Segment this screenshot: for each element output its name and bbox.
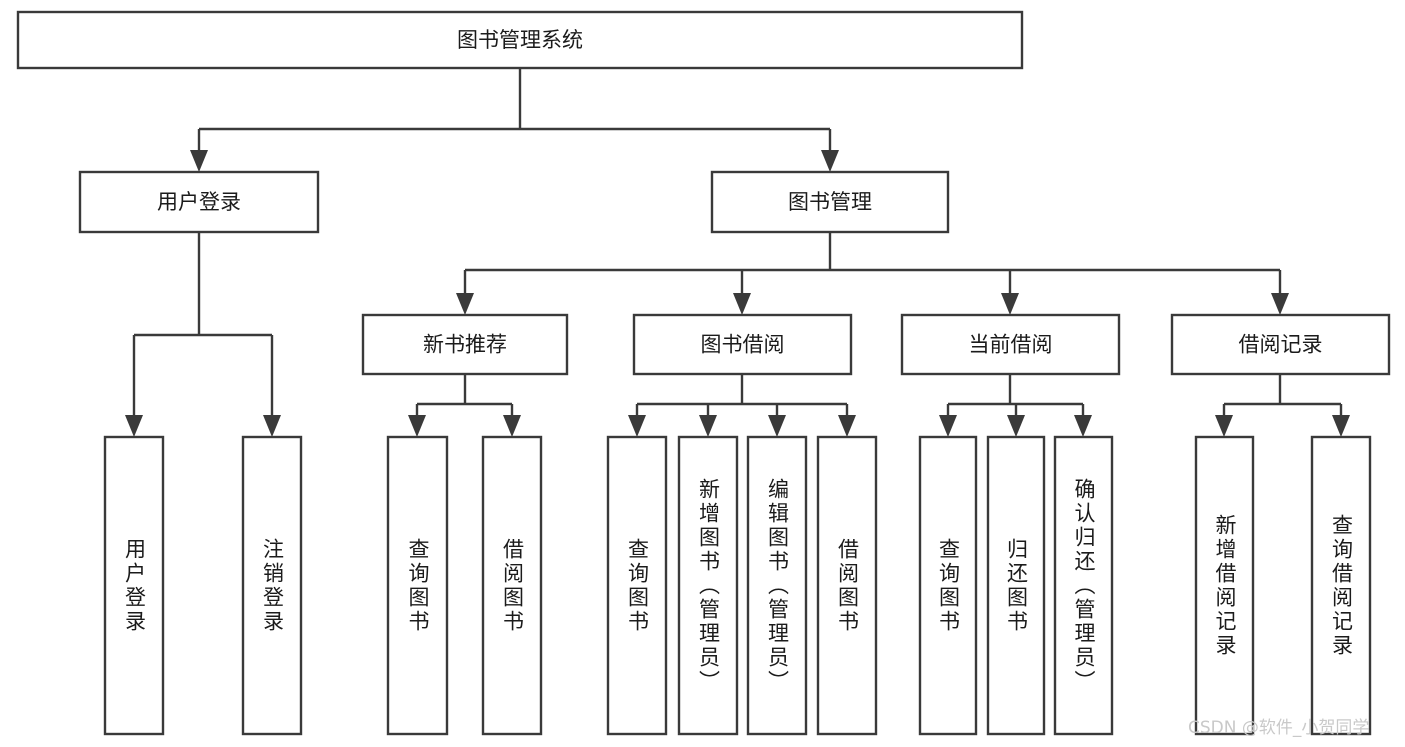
node-box-leaf-edit-book[interactable] <box>746 435 808 736</box>
connector-borrow-record <box>1215 374 1350 437</box>
arrow-head-icon <box>456 293 474 315</box>
node-box-user-login[interactable] <box>78 170 320 234</box>
arrow-head-icon <box>768 415 786 437</box>
node-box-leaf-return-book[interactable] <box>986 435 1046 736</box>
node-box-current-borrow[interactable] <box>900 313 1121 376</box>
node-box-leaf-query-book-rec[interactable] <box>386 435 449 736</box>
arrow-head-icon <box>1001 293 1019 315</box>
connector-root <box>190 68 839 172</box>
node-box-leaf-logout[interactable] <box>241 435 303 736</box>
connectors-layer <box>125 68 1350 437</box>
arrow-head-icon <box>838 415 856 437</box>
arrow-head-icon <box>821 150 839 172</box>
node-box-new-book-recommend[interactable] <box>361 313 569 376</box>
arrow-head-icon <box>699 415 717 437</box>
arrow-head-icon <box>1332 415 1350 437</box>
arrow-head-icon <box>1007 415 1025 437</box>
arrow-head-icon <box>125 415 143 437</box>
connector-book-borrow <box>628 374 856 437</box>
node-box-leaf-user-login[interactable] <box>103 435 165 736</box>
connector-new-book-recommend <box>408 374 521 437</box>
node-label-book-borrow: 图书借阅 <box>701 333 785 357</box>
arrow-head-icon <box>1074 415 1092 437</box>
node-box-leaf-add-book[interactable] <box>677 435 739 736</box>
node-label-user-login: 用户登录 <box>157 190 241 214</box>
node-box-borrow-record[interactable] <box>1170 313 1391 376</box>
node-box-book-borrow[interactable] <box>632 313 853 376</box>
arrow-head-icon <box>263 415 281 437</box>
node-box-leaf-query-book-cb[interactable] <box>918 435 978 736</box>
arrow-head-icon <box>733 293 751 315</box>
watermark-text: CSDN @软件_小贺同学 <box>1188 718 1370 738</box>
node-box-leaf-confirm-return[interactable] <box>1053 435 1114 736</box>
arrow-head-icon <box>503 415 521 437</box>
node-box-leaf-borrow-book-bb[interactable] <box>816 435 878 736</box>
node-label-root: 图书管理系统 <box>457 28 583 52</box>
node-label-current-borrow: 当前借阅 <box>969 333 1053 357</box>
arrow-head-icon <box>1271 293 1289 315</box>
node-box-leaf-query-book-bb[interactable] <box>606 435 668 736</box>
connector-book-manage <box>456 232 1289 315</box>
node-box-leaf-query-record[interactable] <box>1310 435 1372 736</box>
connector-current-borrow <box>939 374 1092 437</box>
arrow-head-icon <box>939 415 957 437</box>
node-box-leaf-borrow-book-rec[interactable] <box>481 435 543 736</box>
arrow-head-icon <box>408 415 426 437</box>
arrow-head-icon <box>1215 415 1233 437</box>
arrow-head-icon <box>628 415 646 437</box>
connector-user-login <box>125 232 281 437</box>
node-box-leaf-add-record[interactable] <box>1194 435 1255 736</box>
node-box-root[interactable] <box>16 10 1024 70</box>
node-label-book-manage: 图书管理 <box>788 190 872 214</box>
node-boxes-layer <box>16 10 1391 736</box>
node-label-borrow-record: 借阅记录 <box>1239 333 1323 357</box>
arrow-head-icon <box>190 150 208 172</box>
node-box-book-manage[interactable] <box>710 170 950 234</box>
node-label-new-book-recommend: 新书推荐 <box>423 333 507 357</box>
